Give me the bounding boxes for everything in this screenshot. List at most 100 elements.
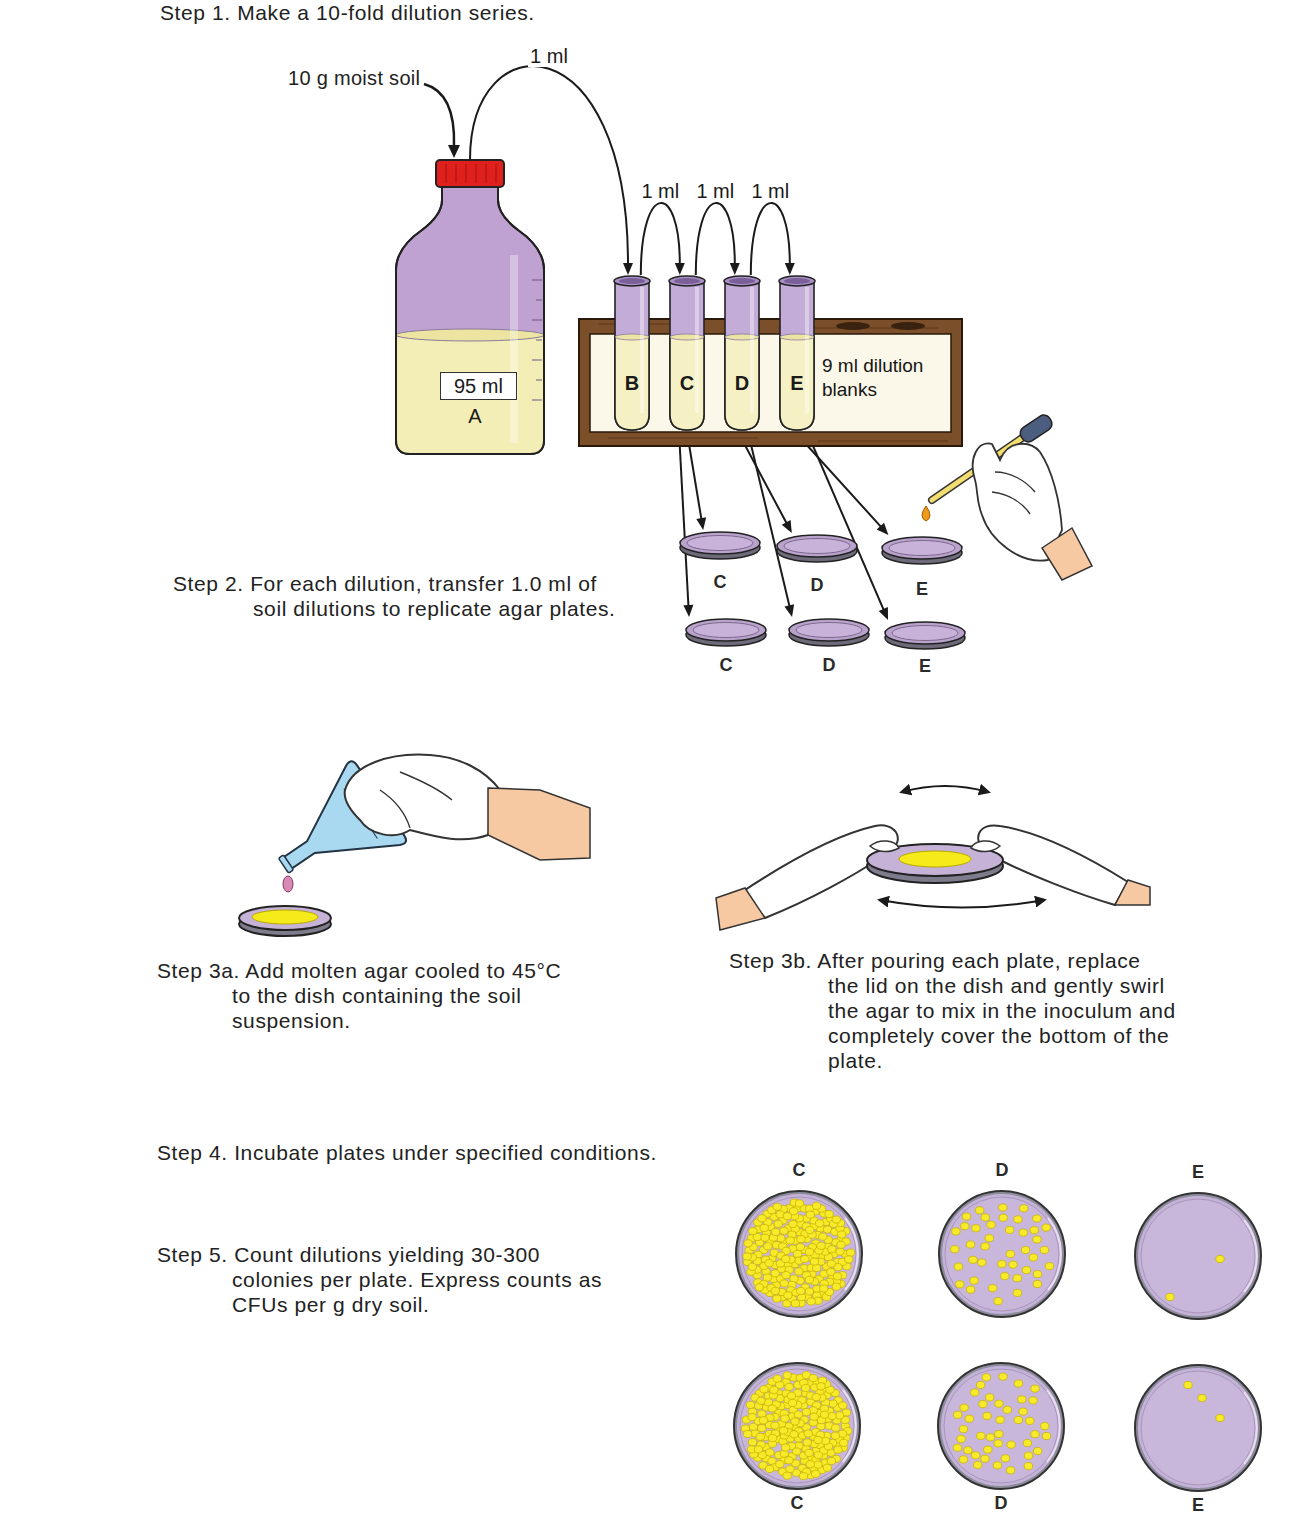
colony-plate-drawing-part xyxy=(1022,1267,1030,1274)
colony-plate-drawing-part xyxy=(791,1300,799,1307)
colony-plate-drawing-part xyxy=(760,1386,768,1393)
colony-plate-drawing-part xyxy=(787,1392,795,1399)
colony-plate-drawing-part xyxy=(823,1464,831,1471)
colony-plate-drawing-part xyxy=(746,1401,754,1408)
tube-drawing-part xyxy=(724,276,760,286)
step-text: Step 4. Incubate plates under specified … xyxy=(157,1140,657,1165)
soil-arrow-part xyxy=(424,84,454,146)
colony-plate-drawing-part xyxy=(1184,1381,1192,1388)
colony-plate-drawing-part xyxy=(965,1415,973,1422)
tube-drawing-part xyxy=(725,281,759,430)
colony-plate-drawing-part xyxy=(998,1260,1006,1267)
swirling-illustration-part xyxy=(899,851,971,867)
arrow-head xyxy=(675,263,685,275)
colony-plate-drawing-part xyxy=(766,1449,774,1456)
tube-drawing-part xyxy=(674,278,700,284)
plate-drawing-part xyxy=(789,619,869,641)
colony-plate-drawing-part xyxy=(953,1444,961,1451)
connector xyxy=(795,432,888,535)
plate-letter: D xyxy=(811,575,824,595)
transfer-volume: 1 ml xyxy=(696,180,734,202)
colony-plate-drawing-part xyxy=(986,1434,994,1441)
dilution-bottle: A95 ml xyxy=(392,160,548,456)
tube-drawing-part xyxy=(779,276,815,286)
plate-letter: C xyxy=(714,572,727,592)
colony-plate-drawing-part xyxy=(957,1435,965,1442)
colony-plate: D xyxy=(935,1360,1067,1492)
step-holder: Step 3a. Add molten agar cooled to 45°C … xyxy=(157,958,577,1033)
colony-plate-drawing-part xyxy=(743,1253,751,1260)
connector-line xyxy=(748,432,789,606)
agar-plate: E xyxy=(883,620,967,650)
colony-plate-drawing-part xyxy=(993,1462,1001,1469)
plate-letter-holder: C xyxy=(684,655,768,676)
colony-plate-drawing-part xyxy=(1042,1224,1050,1231)
colony-plate-drawing-part xyxy=(1014,1416,1022,1423)
colony-plate-drawing-part xyxy=(807,1298,815,1305)
dropper-hand-part-part xyxy=(1018,412,1055,444)
connector xyxy=(679,432,693,617)
plate-letter: C xyxy=(793,1160,806,1180)
dilution-tube: B xyxy=(612,275,652,432)
colony-plate-drawing-part xyxy=(760,1224,768,1231)
colony-plate-drawing-part xyxy=(803,1439,811,1446)
plate-letter-holder: C xyxy=(733,1160,865,1181)
colony-plate-drawing-part xyxy=(995,1400,1003,1407)
plate-letter-holder: D xyxy=(935,1493,1067,1514)
tube-drawing-part xyxy=(619,278,645,284)
colony-plate-drawing-part xyxy=(831,1432,839,1439)
colony-plate-drawing-part xyxy=(770,1386,778,1393)
plate-drawing-part xyxy=(796,623,862,638)
colony-plate-drawing-part xyxy=(737,1366,857,1486)
colony-plate-drawing-part xyxy=(981,1243,989,1250)
wrap-spacer xyxy=(1157,948,1199,973)
colony-plate-drawing-part xyxy=(832,1283,840,1290)
colony-plate-drawing-part xyxy=(1009,1261,1017,1268)
tube-letter: B xyxy=(625,372,639,394)
colony-plate-drawing-part xyxy=(780,1280,788,1287)
tube-drawing-part xyxy=(640,287,644,413)
colony-plate-drawing-part xyxy=(995,1430,1003,1437)
colony-plate-drawing-part xyxy=(996,1416,1004,1423)
colony-plate-drawing-part xyxy=(938,1363,1064,1489)
swirling-illustration-part xyxy=(716,888,765,930)
colony-plate-drawing-part xyxy=(1033,1236,1041,1243)
colony-plate-drawing-part xyxy=(759,1417,767,1424)
colony-plate-drawing-part xyxy=(1033,1271,1041,1278)
swirling-illustration-part xyxy=(1115,880,1150,905)
bottle-drawing-part xyxy=(436,160,504,187)
colony-plate-drawing-part xyxy=(1006,1467,1014,1474)
colony-plate-drawing-part xyxy=(781,1444,789,1451)
colony-plate-drawing xyxy=(935,1360,1067,1492)
pouring-illustration-part xyxy=(488,788,590,860)
tube-letter-holder: E xyxy=(777,371,817,395)
colony-plate-drawing-part xyxy=(979,1401,987,1408)
colony-plate-drawing-part xyxy=(740,1369,854,1483)
colony-plate-drawing-part xyxy=(765,1465,773,1472)
colony-plate-drawing-part xyxy=(836,1248,844,1255)
soil-arrow xyxy=(424,84,460,158)
colony-plate-drawing-part xyxy=(994,1298,1002,1305)
plate-letter: D xyxy=(996,1160,1009,1180)
colony-plate-drawing-part xyxy=(954,1263,962,1270)
colony-plate-drawing-part xyxy=(840,1439,848,1446)
plate-letter-holder: D xyxy=(775,575,859,596)
colony-plate-drawing-part xyxy=(985,1235,993,1242)
tube-letter-holder: B xyxy=(612,371,652,395)
colony-plate-drawing-part xyxy=(754,1446,762,1453)
plate-drawing xyxy=(787,617,871,647)
connector xyxy=(751,203,795,275)
colony-plate-drawing-part xyxy=(1033,1215,1041,1222)
colony-plate-drawing-part xyxy=(1001,1273,1009,1280)
plate-letter: E xyxy=(1192,1495,1204,1515)
colony-plate: E xyxy=(1132,1190,1264,1322)
colony-plate-drawing-part xyxy=(804,1430,812,1437)
colony-plate-drawing-part xyxy=(782,1272,790,1279)
bottle-drawing-part xyxy=(392,335,548,460)
tube-drawing-part xyxy=(614,276,650,286)
colony-plate-drawing-part xyxy=(817,1242,825,1249)
bottle-drawing-part xyxy=(396,186,544,454)
colony-plate-drawing-part xyxy=(748,1439,756,1446)
step-text: Step 1. Make a 10-fold dilution series. xyxy=(160,0,535,25)
bottle-label-holder: A xyxy=(397,404,553,428)
